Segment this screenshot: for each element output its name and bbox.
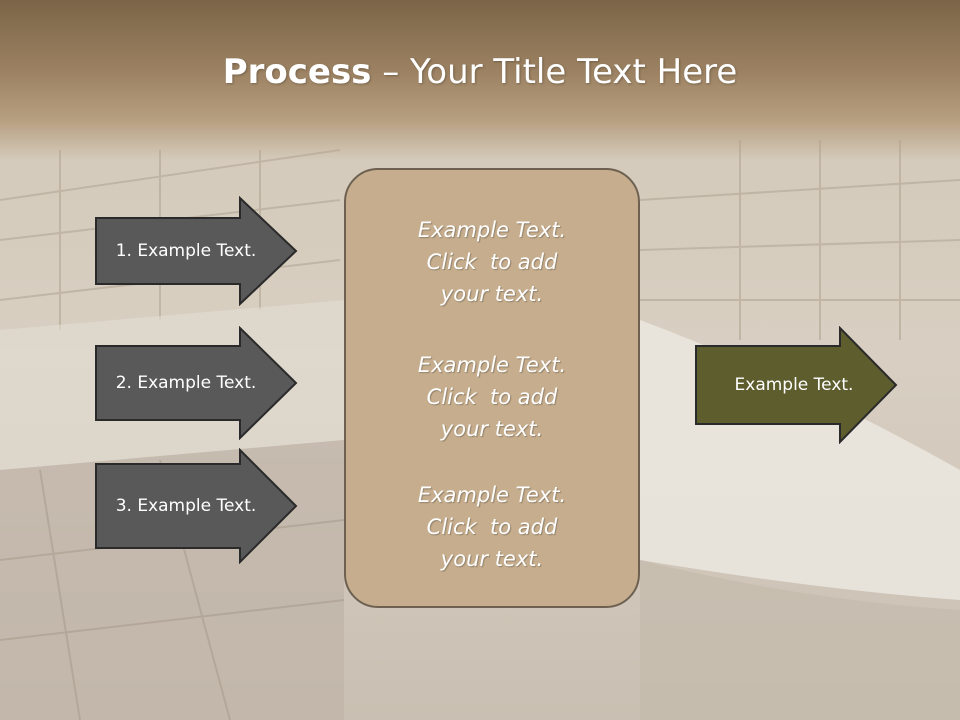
title-bold: Process (222, 52, 372, 92)
center-text-line: Click to add (426, 515, 558, 539)
process-arrow-2-label: 2. Example Text. (115, 373, 257, 393)
center-text-line: your text. (440, 547, 544, 571)
center-text-line: Click to add (426, 385, 558, 409)
process-arrow-2[interactable] (94, 326, 300, 440)
center-text-line: Example Text. (417, 218, 567, 242)
process-arrow-1-label: 1. Example Text. (115, 241, 257, 261)
result-arrow-label: Example Text. (734, 375, 854, 395)
center-text-block-1: Example Text. Click to add your text. (346, 214, 638, 310)
title-band (0, 0, 960, 160)
center-text-line: your text. (440, 417, 544, 441)
center-text-line: Example Text. (417, 353, 567, 377)
title-rest: – Your Title Text Here (371, 52, 738, 92)
result-arrow[interactable] (694, 326, 900, 444)
process-arrow-3-label: 3. Example Text. (115, 496, 257, 516)
center-text-block-2: Example Text. Click to add your text. (346, 349, 638, 445)
center-text-line: your text. (440, 282, 544, 306)
center-text-block-3: Example Text. Click to add your text. (346, 479, 638, 575)
process-arrow-1[interactable] (94, 196, 300, 306)
slide-title[interactable]: Process – Your Title Text Here (0, 52, 960, 92)
process-arrow-3[interactable] (94, 448, 300, 564)
center-text-box[interactable]: Example Text. Click to add your text. Ex… (344, 168, 640, 608)
center-text-line: Example Text. (417, 483, 567, 507)
center-text-line: Click to add (426, 250, 558, 274)
